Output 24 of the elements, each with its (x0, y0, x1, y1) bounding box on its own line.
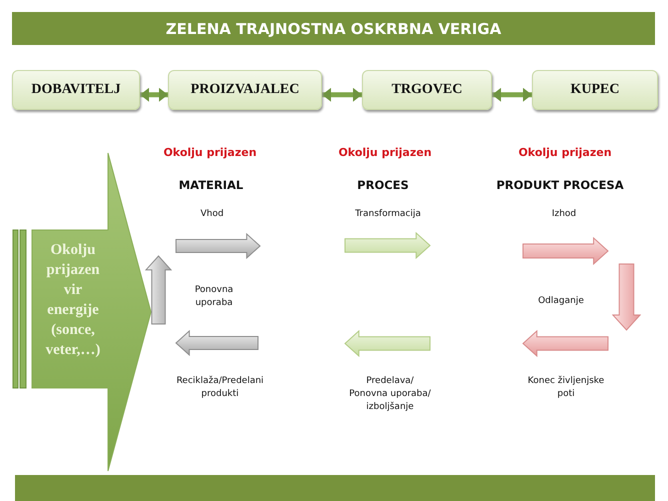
eco-label: Okolju prijazen (518, 146, 612, 159)
step-label: Odlaganje (538, 296, 584, 306)
column-heading: PRODUKT PROCESA (496, 178, 624, 192)
arrow-label: Okolju prijazen vir energije (sonce, veter,…) (44, 241, 102, 360)
process-box: PROIZVAJALEC (168, 70, 322, 110)
step-label: Predelava/ Ponovna uporaba/ izboljšanje (348, 375, 432, 414)
eco-label: Okolju prijazen (338, 146, 432, 159)
step-label: Vhod (200, 209, 224, 219)
column-heading: MATERIAL (178, 178, 244, 192)
double-arrow (492, 88, 532, 102)
double-arrow (140, 88, 168, 102)
step-label: Reciklaža/Predelani produkti (175, 375, 265, 401)
step-label: Transformacija (355, 209, 421, 219)
energy-arrow (12, 152, 152, 472)
eco-label: Okolju prijazen (163, 146, 257, 159)
title-banner: ZELENA TRAJNOSTNA OSKRBNA VERIGA (12, 12, 655, 45)
column-heading: PROCES (357, 178, 409, 192)
step-label: Izhod (552, 209, 576, 219)
step-label: Konec življenjske poti (526, 375, 606, 401)
process-box: KUPEC (532, 70, 658, 110)
process-box: DOBAVITELJ (12, 70, 140, 110)
step-label: Ponovna uporaba (194, 284, 234, 310)
double-arrow (322, 88, 362, 102)
process-box: TRGOVEC (362, 70, 492, 110)
